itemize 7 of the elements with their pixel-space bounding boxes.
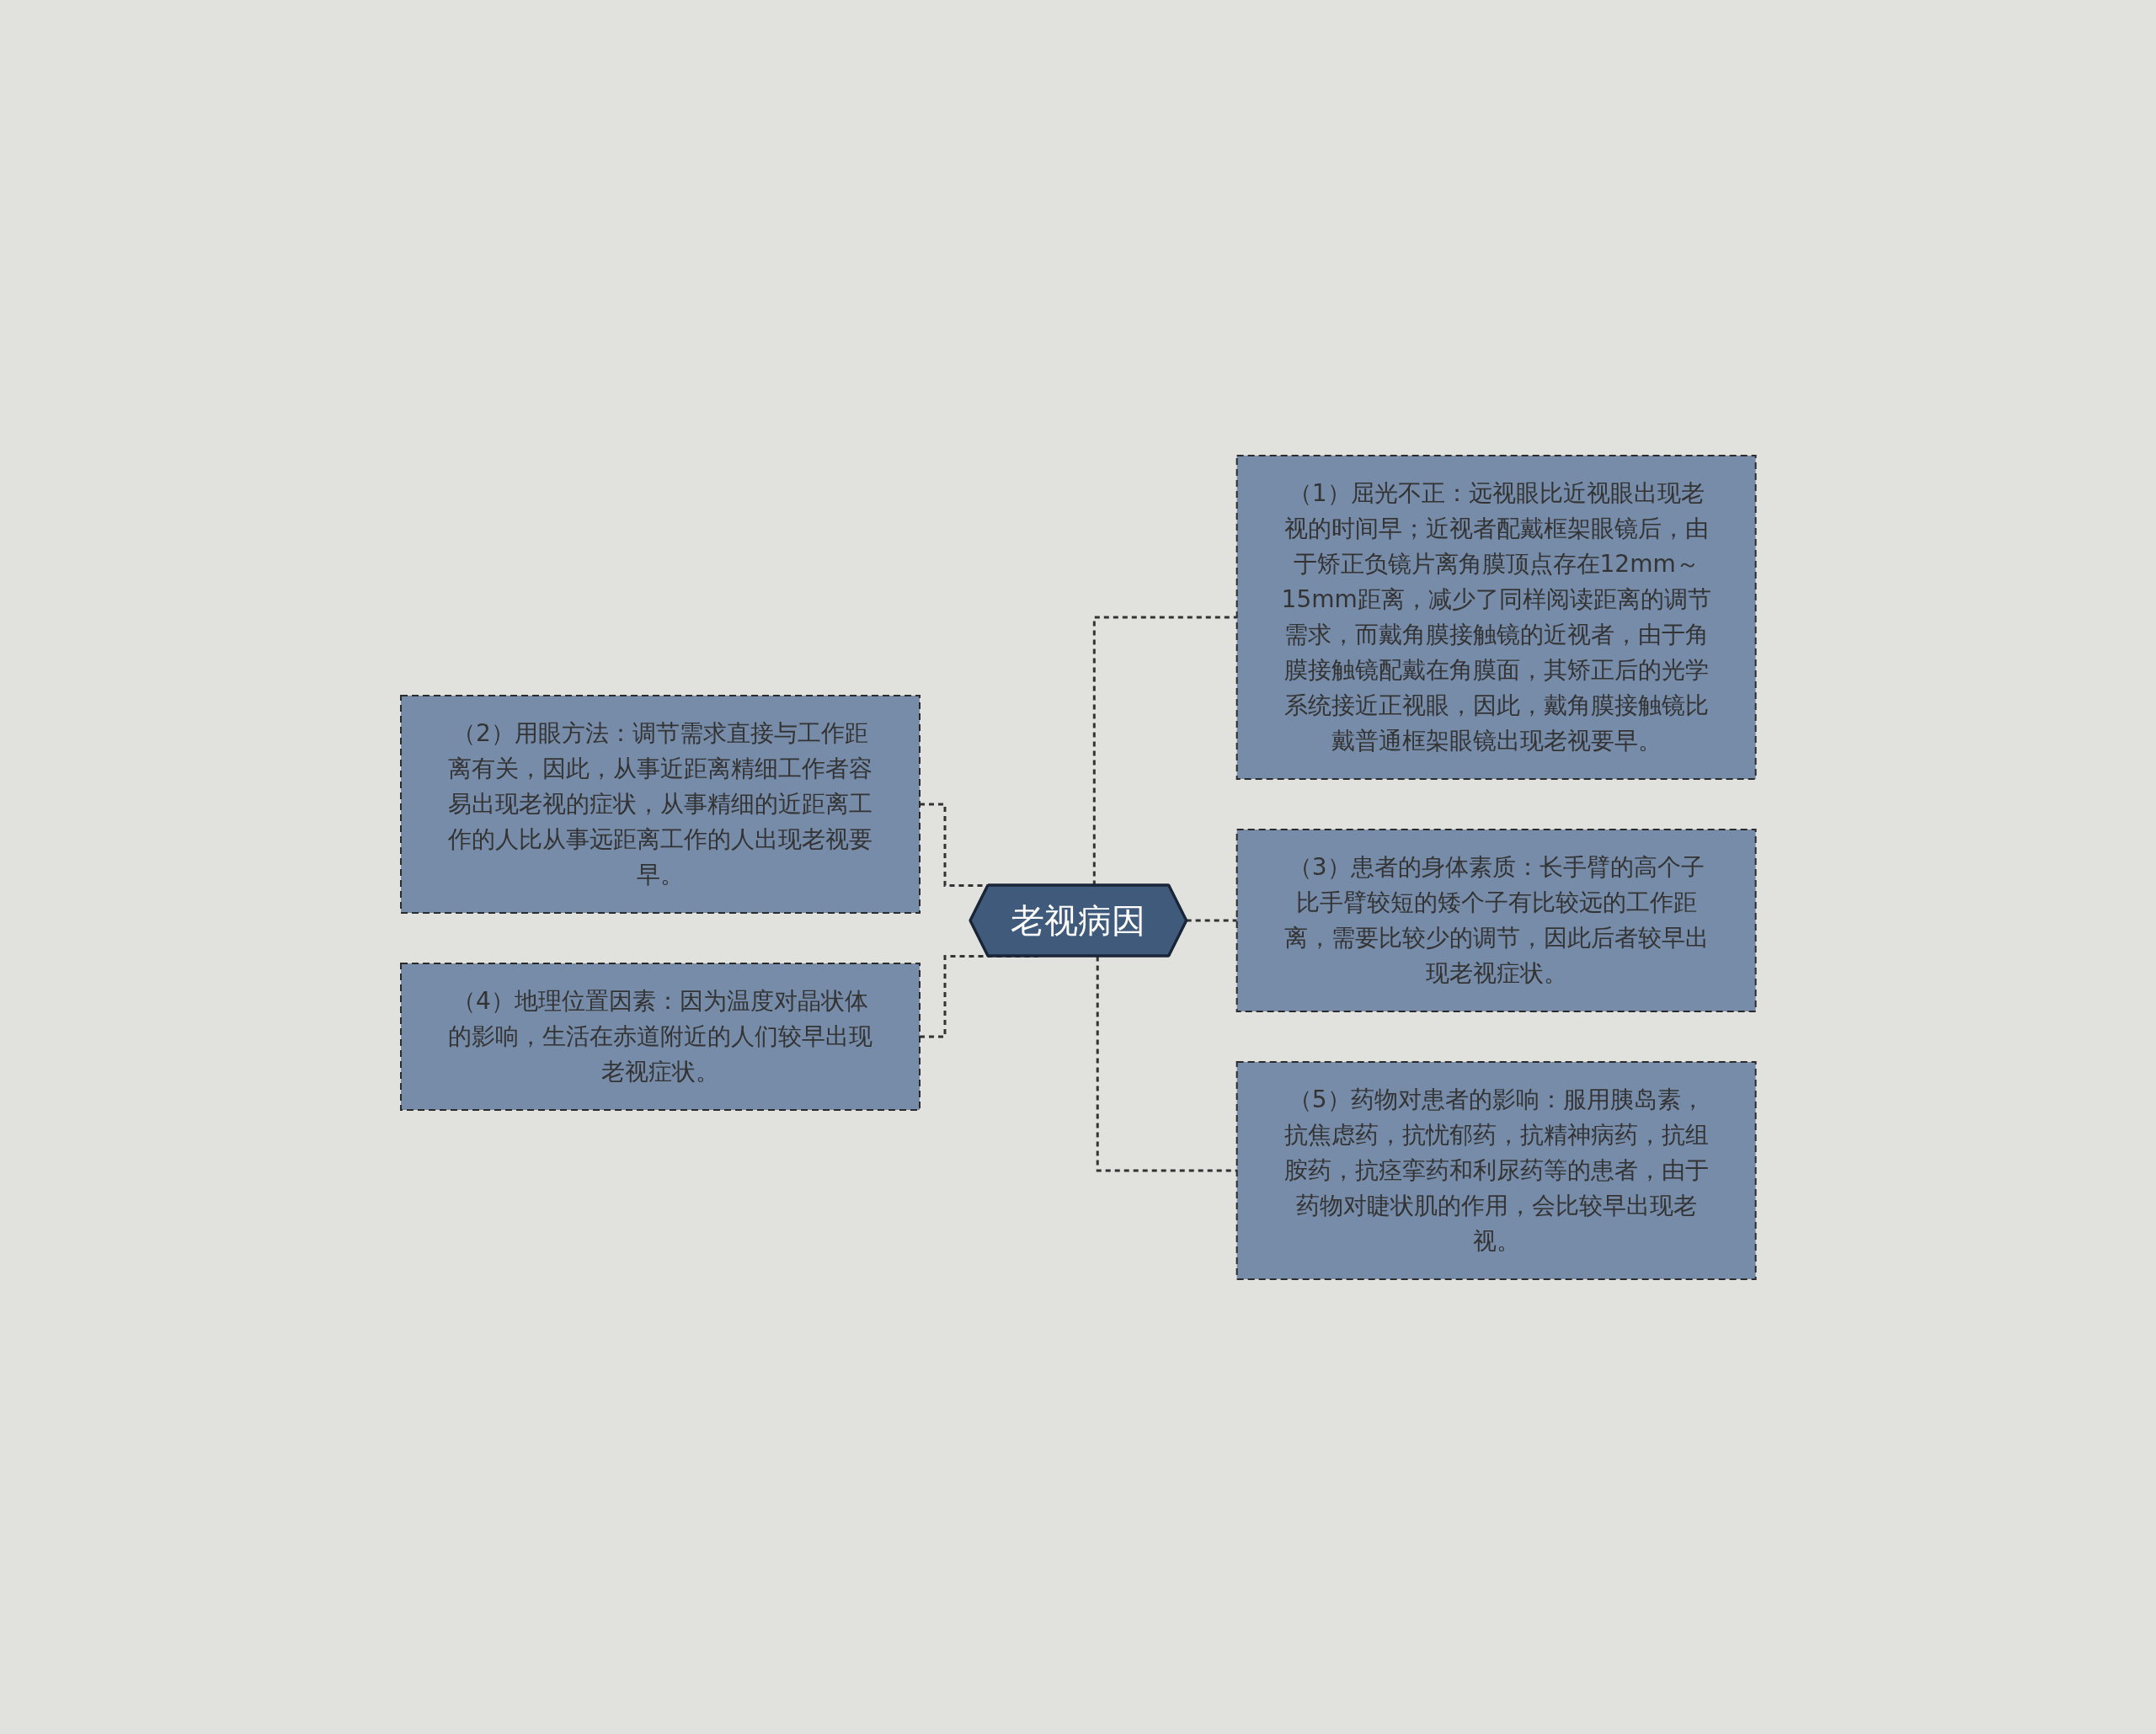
node-box: （4）地理位置因素：因为温度对晶状体的影响，生活在赤道附近的人们较早出现老视症状。 — [399, 962, 921, 1111]
node-box: （3）患者的身体素质：长手臂的高个子比手臂较短的矮个子有比较远的工作距离，需要比较少的调节，因此后者较早出现老视症状。 — [1235, 828, 1757, 1012]
node-box: （2）用眼方法：调节需求直接与工作距离有关，因此，从事近距离精细工作者容易出现老视的症状，从事精细的近距离工作的人比从事远距离工作的人出现老视要早。 — [399, 694, 921, 914]
node-box: （5）药物对患者的影响：服用胰岛素，抗焦虑药，抗忧郁药，抗精神病药，抗组胺药，抗痉挛药和利尿药等的患者，由于药物对睫状肌的作用，会比较早出现老视。 — [1235, 1060, 1757, 1280]
connector — [1185, 919, 1237, 922]
connector — [1092, 616, 1237, 885]
node-box: （1）屈光不正：远视眼比近视眼出现老视的时间早；近视者配戴框架眼镜后，由于矫正负镜片离角膜顶点存在12mm～15mm距离，减少了同样阅读距离的调节需求，而戴角膜接触镜的近视者，由于角膜接触镜配戴在角膜面，其矫正后的光学系统接近正视眼，因此，戴角膜接触镜比戴普通框架眼镜出现老视要早。 — [1235, 454, 1757, 780]
